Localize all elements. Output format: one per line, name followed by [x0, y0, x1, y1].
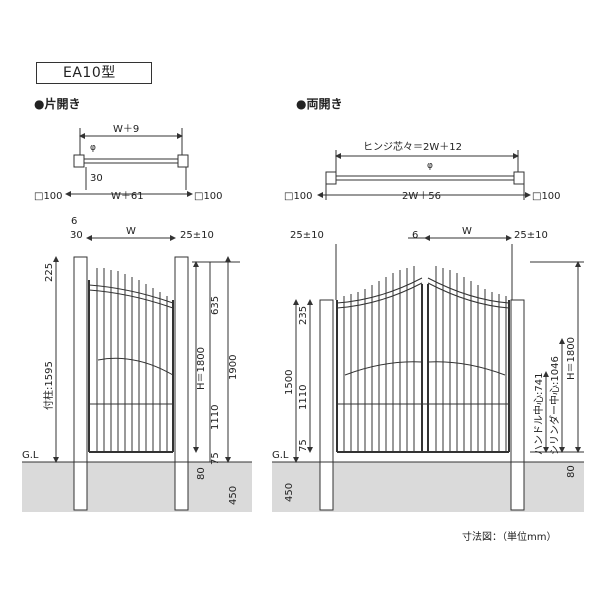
ground-right: [272, 462, 584, 512]
dim-w: W: [126, 226, 136, 237]
dim-80-double: 80: [566, 465, 577, 478]
single-elevation: [22, 235, 252, 511]
single-gate-title: ●片開き: [34, 97, 81, 111]
dim-6-double: 6: [412, 230, 418, 241]
phi-symbol-double: φ: [427, 161, 433, 171]
dim-1900: 1900: [228, 355, 239, 380]
single-top-view: [65, 128, 193, 197]
dim-tolerance: 25±10: [180, 230, 214, 241]
ground-line-label-double: G.L: [272, 450, 289, 461]
dim-h-1800: H＝1800: [196, 347, 207, 390]
dim-635: 635: [210, 296, 221, 315]
double-gate-title: ●両開き: [296, 97, 343, 111]
dim-1500: 1500: [284, 370, 295, 395]
dim-80: 80: [196, 467, 207, 480]
dim-225: 225: [44, 263, 55, 282]
dim-w-plus-61: W＋61: [111, 191, 144, 202]
dim-w-plus-9: W＋9: [113, 124, 139, 135]
dim-1110: 1110: [210, 405, 221, 430]
dim-2w-plus-56: 2W＋56: [402, 191, 441, 202]
dim-235: 235: [298, 306, 309, 325]
ground-left: [22, 462, 252, 512]
phi-symbol: φ: [90, 143, 96, 153]
post-size-left-double: □100: [284, 191, 313, 202]
dim-6: 6: [71, 216, 77, 227]
dim-h-1800-double: H＝1800: [566, 337, 577, 380]
dim-30: 30: [90, 173, 103, 184]
model-label: EA10型: [36, 62, 152, 84]
dim-hinge-centers: ヒンジ芯々＝2W＋12: [363, 140, 462, 153]
dim-w-double: W: [462, 226, 472, 237]
dim-450: 450: [228, 486, 239, 505]
double-top-view: [317, 150, 531, 200]
dim-cylinder-center: シリンダー中心:1046: [548, 356, 561, 455]
unit-note: 寸法図：（単位mm）: [462, 532, 557, 543]
dim-tolerance-left: 25±10: [290, 230, 324, 241]
dim-30-elev: 30: [70, 230, 83, 241]
dim-75-double: 75: [298, 439, 309, 452]
double-elevation: [272, 235, 584, 511]
dim-450-double: 450: [284, 483, 295, 502]
dim-handle-center: ハンドル中心:741: [532, 373, 545, 455]
dim-tolerance-right: 25±10: [514, 230, 548, 241]
dim-1110-double: 1110: [298, 385, 309, 410]
post-total: 付柱:1595: [42, 361, 55, 410]
post-size-left: □100: [34, 191, 63, 202]
post-size-right: □100: [194, 191, 223, 202]
dim-75: 75: [210, 452, 221, 465]
ground-line-label: G.L: [22, 450, 39, 461]
post-size-right-double: □100: [532, 191, 561, 202]
